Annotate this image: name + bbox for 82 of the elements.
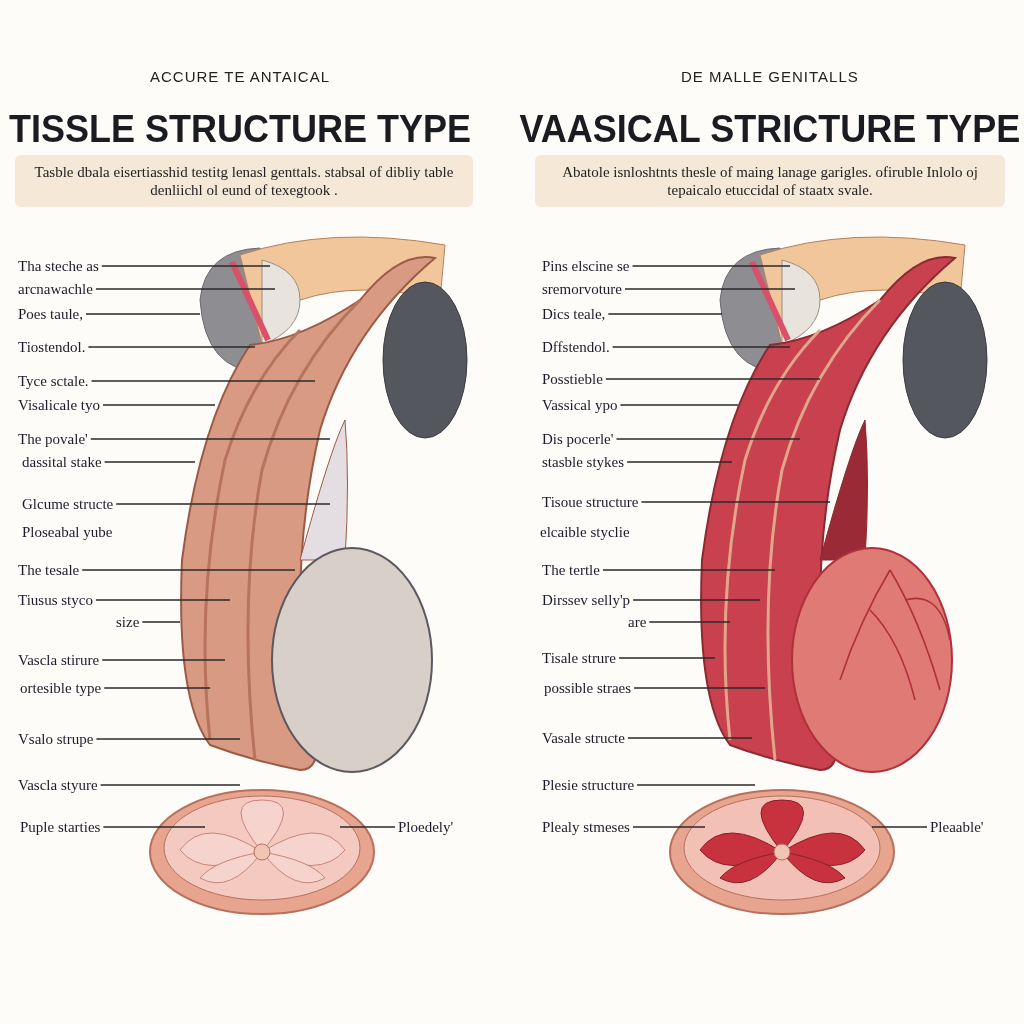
leader-line	[636, 784, 756, 786]
part-label: Pleaable'	[930, 818, 984, 836]
leader-line	[141, 621, 181, 623]
part-label: dassital stake	[22, 453, 102, 471]
subtitle: DE MALLE GENITALLS	[681, 68, 859, 85]
part-label: Dics teale,	[542, 305, 606, 323]
part-label: Tisoue structure	[542, 493, 639, 511]
leader-line	[624, 288, 796, 290]
part-label: Visalicale tyo	[18, 396, 100, 414]
part-label: Ploseabal yube	[22, 523, 113, 541]
part-label: Pins elscine se	[542, 257, 630, 275]
leader-line	[101, 265, 271, 267]
part-label: The povale'	[18, 430, 88, 448]
leader-line	[90, 438, 331, 440]
title: TISSLE STRUCTURE TYPE	[9, 105, 472, 153]
part-label: Plesie structure	[542, 776, 635, 794]
part-label: Ploedely'	[398, 818, 454, 836]
part-label: Vsalo strupe	[18, 730, 94, 748]
caption-band	[535, 155, 1005, 207]
part-label: Vascla stirure	[18, 651, 100, 669]
part-label: Dffstendol.	[542, 338, 610, 356]
leader-line	[871, 826, 928, 828]
leader-line	[99, 784, 241, 786]
leader-line	[640, 501, 831, 503]
leader-line	[90, 380, 316, 382]
leader-line	[102, 404, 216, 406]
part-label: size	[116, 613, 140, 631]
leader-line	[87, 346, 256, 348]
part-label: Glcume structe	[22, 495, 114, 513]
part-label: ortesible type	[20, 679, 102, 697]
part-label: Tisale strure	[542, 649, 617, 667]
part-label: are	[628, 613, 647, 631]
part-label: The tesale	[18, 561, 80, 579]
leader-line	[612, 346, 791, 348]
part-label: Posstieble	[542, 370, 603, 388]
part-label: Vascla styure	[18, 776, 98, 794]
leader-line	[95, 738, 241, 740]
subtitle: ACCURE TE ANTAICAL	[150, 68, 330, 85]
leader-line	[627, 737, 753, 739]
part-label: Vassical ypo	[542, 396, 618, 414]
leader-line	[101, 659, 226, 661]
part-label: Tha steche as	[18, 257, 99, 275]
leader-line	[95, 599, 231, 601]
caption-text: Tasble dbala eisertiasshid testitg lenasl genttals. stabsal of dibliy table denliichl ol eund of texegtook .	[33, 163, 455, 199]
leader-line	[103, 687, 211, 689]
part-label: Dirssev selly'p	[542, 591, 631, 609]
leader-line	[605, 378, 821, 380]
caption-band	[15, 155, 473, 207]
part-label: possible straes	[544, 679, 632, 697]
part-label: Dis pocerle'	[542, 430, 614, 448]
leader-line	[102, 826, 206, 828]
leader-line	[607, 313, 723, 315]
leader-line	[633, 687, 766, 689]
leader-line	[626, 461, 733, 463]
leader-line	[632, 599, 761, 601]
part-label: sremorvoture	[542, 280, 622, 298]
part-label: Puple starties	[20, 818, 101, 836]
part-label: Vasale structe	[542, 729, 625, 747]
part-label: elcaible styclie	[540, 523, 630, 541]
leader-line	[615, 438, 801, 440]
leader-line	[115, 503, 331, 505]
part-label: arcnawachle	[18, 280, 93, 298]
leader-line	[81, 569, 296, 571]
caption-text: Abatole isnloshtnts thesle of maing lanage garigles. ofiruble Inlolo oj tepaicalo etuccidal of staatx svale.	[561, 163, 979, 199]
leader-line	[602, 569, 776, 571]
leader-line	[85, 313, 201, 315]
part-label: Poes taule,	[18, 305, 83, 323]
part-label: Tiostendol.	[18, 338, 86, 356]
leader-line	[648, 621, 731, 623]
title: VAASICAL STRICTURE TYPE	[519, 105, 1021, 153]
leader-line	[631, 265, 791, 267]
part-label: Tiusus styco	[18, 591, 93, 609]
leader-line	[103, 461, 196, 463]
part-label: The tertle	[542, 561, 600, 579]
leader-line	[618, 657, 716, 659]
part-label: stasble stykes	[542, 453, 625, 471]
leader-line	[632, 826, 706, 828]
leader-line	[619, 404, 739, 406]
part-label: Plealy stmeses	[542, 818, 630, 836]
leader-line	[95, 288, 276, 290]
leader-line	[339, 826, 396, 828]
part-label: Tyce sctale.	[18, 372, 89, 390]
